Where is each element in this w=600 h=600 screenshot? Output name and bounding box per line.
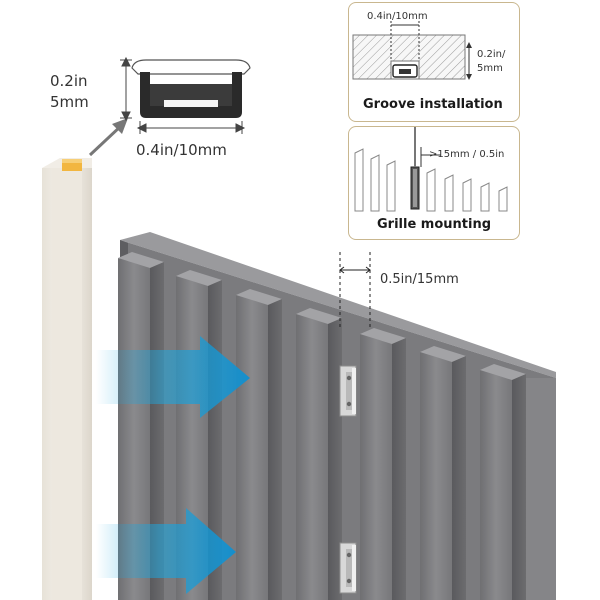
groove-depth-label-in: 0.2in/ (477, 49, 506, 60)
slat-8 (526, 378, 556, 600)
profile-height-in-label: 0.2in (50, 72, 88, 90)
groove-installation-panel: 0.4in/10mm 0.2in/ 5mm Groove installatio… (348, 2, 520, 122)
mounting-clip-icon (339, 542, 357, 594)
profile-cross-section (131, 59, 251, 118)
slat-1 (118, 252, 164, 600)
wall-top-edge (120, 232, 556, 378)
groove-caption: Groove installation (363, 97, 503, 112)
slat-7 (480, 364, 526, 600)
arrow-pointer-icon (88, 118, 128, 157)
profile-width-label: 0.4in/10mm (136, 141, 227, 159)
slat-4 (296, 308, 342, 600)
grille-caption: Grille mounting (377, 217, 492, 232)
slat-wall (118, 232, 556, 600)
profile-dimensions (120, 56, 246, 134)
grille-mounting-panel: >15mm / 0.5in Grille mounting (348, 126, 520, 240)
grille-gap-label: >15mm / 0.5in (429, 149, 505, 160)
slat-spacing-label: 0.5in/15mm (380, 272, 459, 287)
mounting-clip-icon (339, 365, 357, 417)
groove-depth-label-mm: 5mm (477, 63, 503, 74)
spacing-dimension (339, 252, 371, 330)
led-strip-icon (42, 158, 92, 600)
grille-diagram (354, 127, 508, 212)
slat-3 (236, 289, 282, 600)
airflow-arrow-icon (96, 336, 250, 418)
groove-diagram (352, 21, 472, 80)
groove-width-label: 0.4in/10mm (367, 11, 428, 22)
airflow-arrow-icon (96, 508, 236, 594)
profile-height-mm-label: 5mm (50, 93, 89, 111)
slat-5 (360, 328, 406, 600)
slat-6 (420, 346, 466, 600)
